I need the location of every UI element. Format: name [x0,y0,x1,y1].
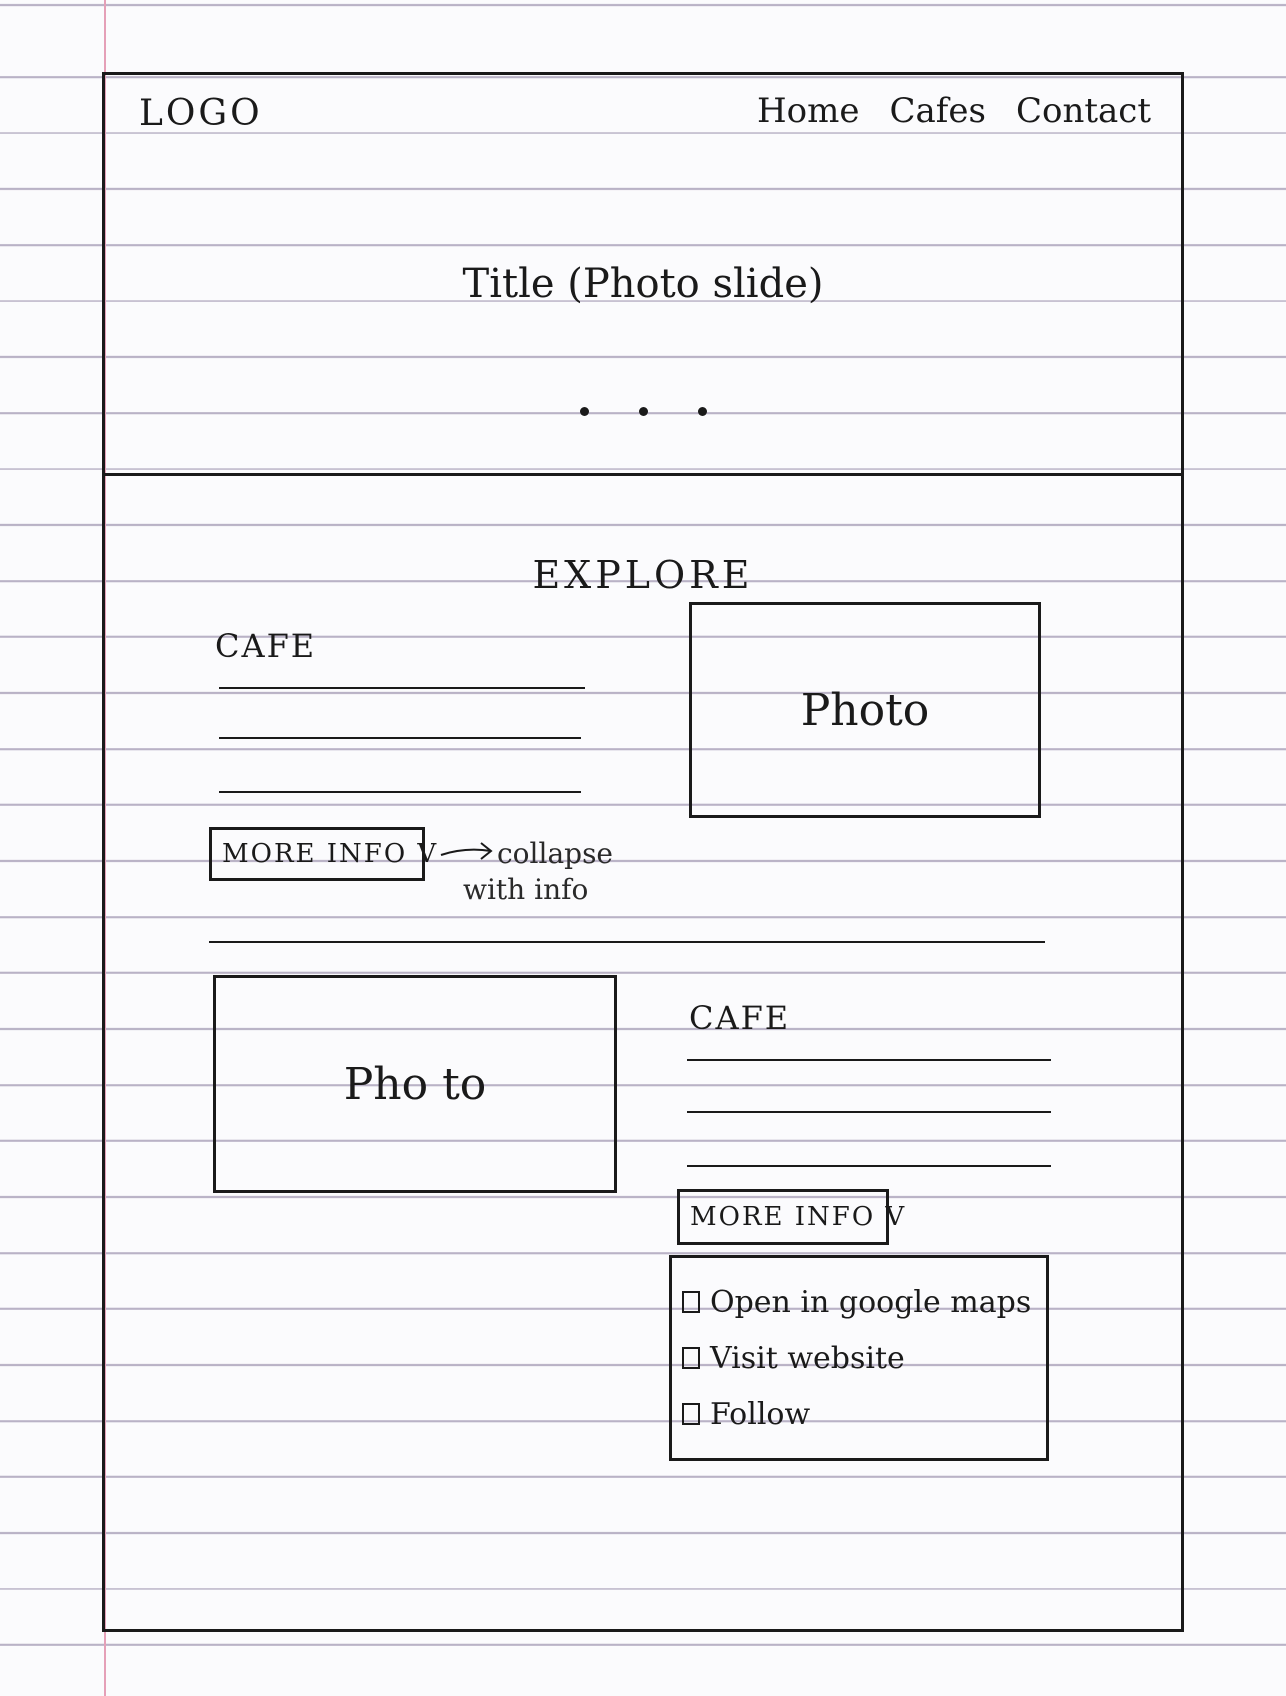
slide-dot-2[interactable] [638,407,648,416]
section-separator [209,941,1045,943]
explore-heading: EXPLORE [532,553,754,597]
dropdown-item-google-maps[interactable]: Open in google maps [682,1274,1036,1330]
nav-contact-link[interactable]: Contact [1015,91,1151,131]
hero-divider [102,473,1184,476]
cafe-photo: Photo [689,602,1041,818]
text-placeholder-line [687,1165,1051,1167]
dropdown-item-label: Visit website [710,1340,905,1376]
photo-label: Photo [800,684,930,736]
dropdown-item-label: Open in google maps [710,1284,1032,1320]
text-placeholder-line [219,687,585,689]
dropdown-item-follow[interactable]: Follow [682,1386,1036,1442]
slide-dot-3[interactable] [697,407,707,416]
checkbox-icon[interactable] [682,1291,700,1313]
annotation-with-info: with info [463,873,589,906]
wireframe-page: LOGO Home Cafes Contact Title (Photo sli… [102,72,1184,1632]
annotation-collapse: collapse [497,837,614,870]
hero-title: Title (Photo slide) [462,261,824,307]
slide-indicator [105,407,1181,416]
text-placeholder-line [687,1059,1051,1061]
checkbox-icon[interactable] [682,1347,700,1369]
nav-cafes-link[interactable]: Cafes [889,91,986,131]
logo[interactable]: LOGO [139,93,263,134]
dropdown-item-label: Follow [710,1396,811,1432]
nav-home-link[interactable]: Home [757,91,860,131]
more-info-dropdown: Open in google maps Visit website Follow [669,1255,1049,1461]
arrow-right-icon [440,842,493,860]
cafe-title: CAFE [689,999,791,1037]
cafe-photo: Pho to [213,975,617,1193]
slide-dot-1[interactable] [579,407,589,416]
cafe-title: CAFE [215,627,317,665]
text-placeholder-line [219,791,581,793]
photo-label: Pho to [343,1058,487,1110]
text-placeholder-line [687,1111,1051,1113]
dropdown-item-visit-website[interactable]: Visit website [682,1330,1036,1386]
more-info-button[interactable]: MORE INFO V [209,827,436,881]
nav-menu: Home Cafes Contact [757,91,1151,131]
checkbox-icon[interactable] [682,1403,700,1425]
notebook-margin-line [104,0,106,1696]
more-info-button[interactable]: MORE INFO V [677,1189,904,1245]
text-placeholder-line [219,737,581,739]
